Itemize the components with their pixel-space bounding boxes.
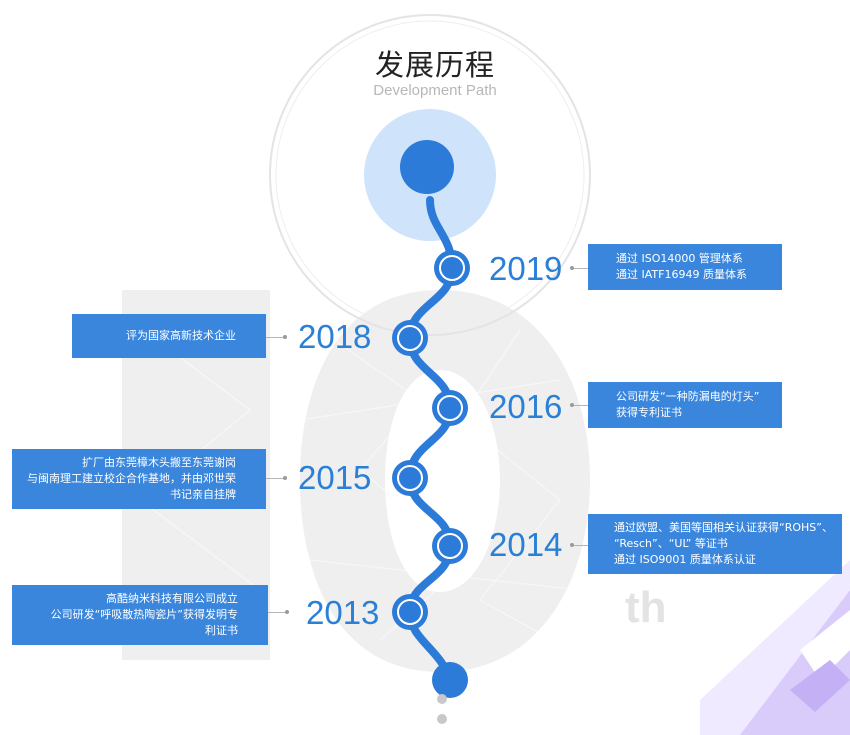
event-line: 通过 ISO14000 管理体系 <box>616 252 743 265</box>
event-line: 获得专利证书 <box>616 406 682 419</box>
event-line: 通过欧盟、美国等国相关认证获得“ROHS”、 <box>614 521 833 534</box>
connector-dot <box>570 543 574 547</box>
connector-dot <box>283 476 287 480</box>
node-ring-2016 <box>437 395 463 421</box>
year-label-2015: 2015 <box>298 459 372 496</box>
page-title: 发展历程 <box>374 48 495 82</box>
event-line: 扩厂由东莞樟木头搬至东莞谢岗 <box>82 456 236 469</box>
continuation-dot <box>437 714 447 724</box>
event-line: “Resch”、“UL” 等证书 <box>614 537 728 550</box>
event-line: 书记亲自挂牌 <box>170 488 236 501</box>
node-ring-2014 <box>437 533 463 559</box>
year-label-2013: 2013 <box>306 594 380 631</box>
node-next <box>432 662 468 698</box>
header-ring-outer <box>269 14 591 336</box>
event-line: 高酷纳米科技有限公司成立 <box>106 592 238 605</box>
event-card-2015: 扩厂由东莞樟木头搬至东莞谢岗 与闽南理工建立校企合作基地，并由邓世荣 书记亲自挂… <box>12 449 266 509</box>
continuation-dot <box>437 694 447 704</box>
node-ring-2018 <box>397 325 423 351</box>
pin-head <box>400 140 454 194</box>
page-subtitle: Development Path <box>373 82 497 99</box>
connector-2013 <box>268 612 288 613</box>
node-ring-2019 <box>439 255 465 281</box>
event-card-2016: 公司研发“一种防漏电的灯头” 获得专利证书 <box>588 382 782 428</box>
year-label-2014: 2014 <box>489 526 563 563</box>
event-line: 通过 ISO9001 质量体系认证 <box>614 553 756 566</box>
event-line: 公司研发“呼吸散热陶瓷片”获得发明专 <box>50 608 238 621</box>
header-ring-inner <box>275 20 585 330</box>
year-label-2019: 2019 <box>489 250 563 287</box>
node-ring-2015 <box>397 465 423 491</box>
connector-2018 <box>266 337 286 338</box>
year-label-2016: 2016 <box>489 388 563 425</box>
watermark-suffix: th <box>625 583 667 632</box>
event-card-2019: 通过 ISO14000 管理体系 通过 IATF16949 质量体系 <box>588 244 782 290</box>
event-line: 利证书 <box>205 624 238 637</box>
connector-dot <box>570 403 574 407</box>
event-line: 通过 IATF16949 质量体系 <box>616 268 747 281</box>
connector-dot <box>285 610 289 614</box>
connector-dot <box>570 266 574 270</box>
event-card-2014: 通过欧盟、美国等国相关认证获得“ROHS”、 “Resch”、“UL” 等证书 … <box>588 514 842 574</box>
event-card-2018: 评为国家高新技术企业 <box>72 314 266 358</box>
node-ring-2013 <box>397 599 423 625</box>
event-line: 评为国家高新技术企业 <box>126 329 236 342</box>
year-label-2018: 2018 <box>298 318 372 355</box>
event-card-2013: 高酷纳米科技有限公司成立 公司研发“呼吸散热陶瓷片”获得发明专 利证书 <box>12 585 268 645</box>
connector-2019 <box>572 268 588 269</box>
event-line: 与闽南理工建立校企合作基地，并由邓世荣 <box>27 472 236 485</box>
connector-dot <box>283 335 287 339</box>
corner-decoration <box>700 560 850 735</box>
connector-2015 <box>266 478 286 479</box>
connector-2014 <box>572 545 588 546</box>
connector-2016 <box>572 405 588 406</box>
event-line: 公司研发“一种防漏电的灯头” <box>616 390 760 403</box>
